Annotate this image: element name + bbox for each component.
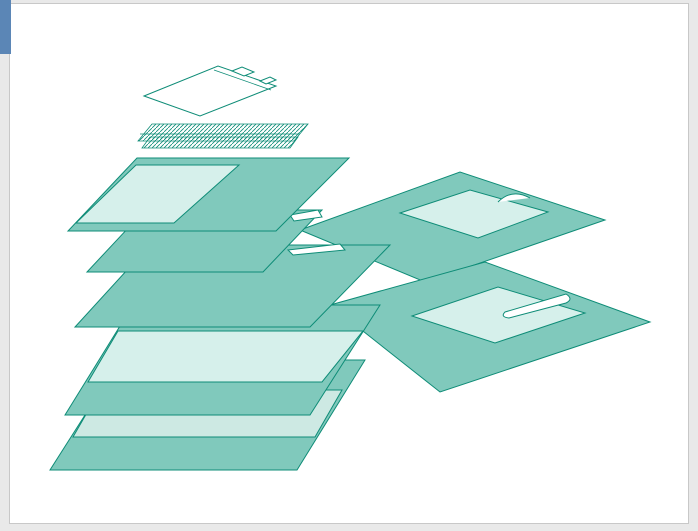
- right-lower-fenestrated-drape: [330, 262, 650, 392]
- adhesive-strip-stack: [138, 124, 308, 148]
- top-pad: [144, 66, 276, 116]
